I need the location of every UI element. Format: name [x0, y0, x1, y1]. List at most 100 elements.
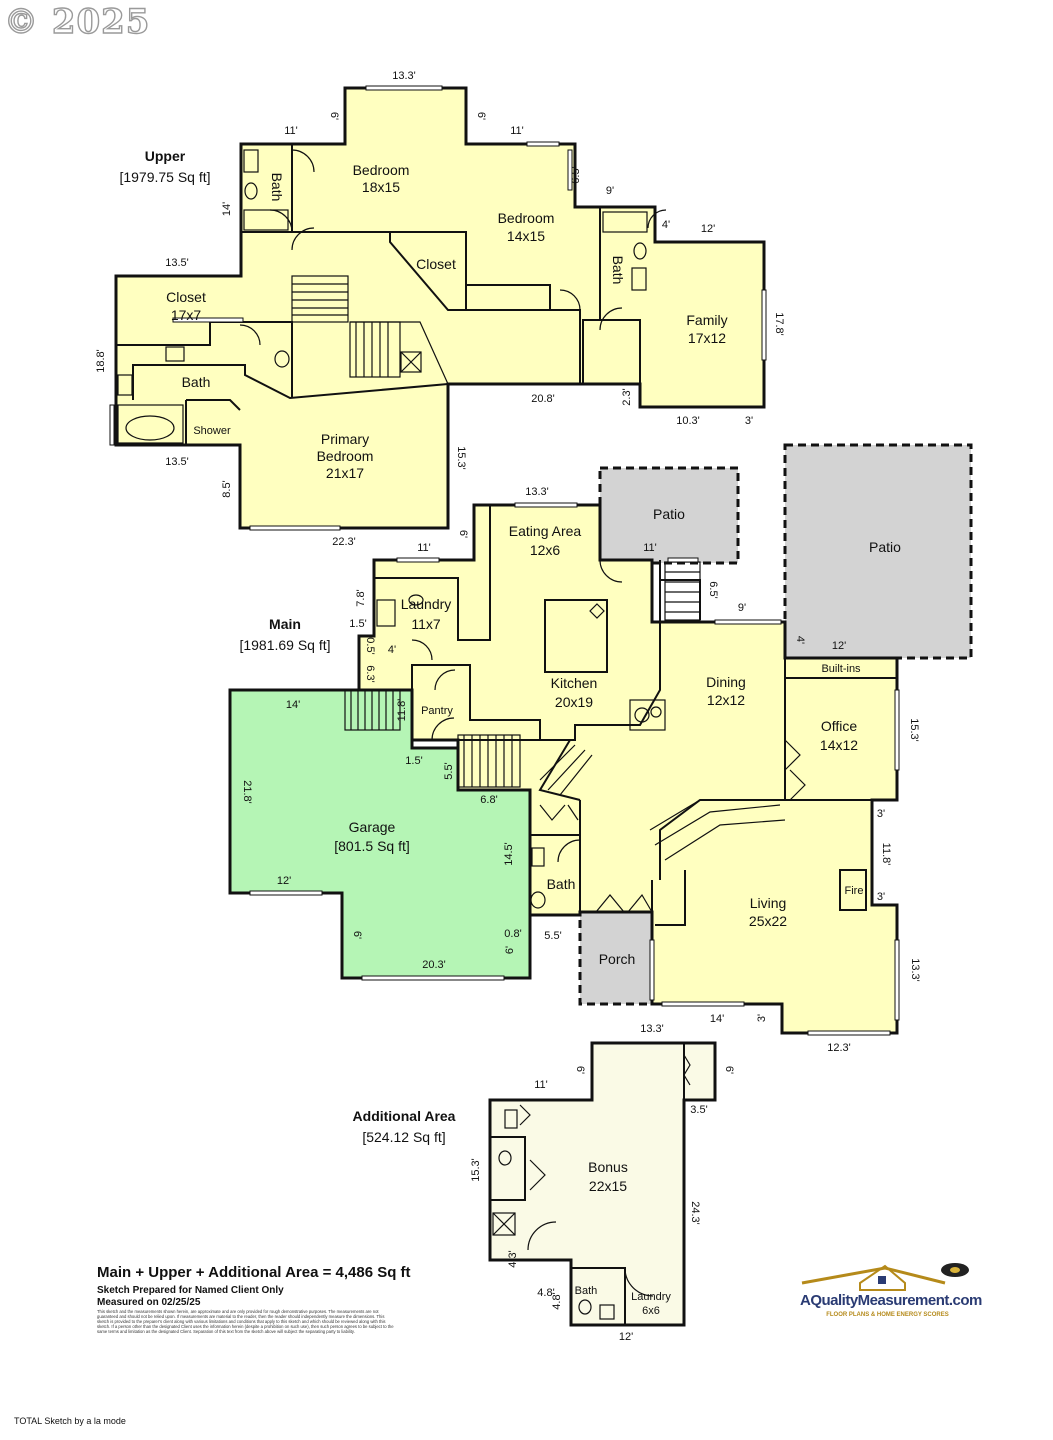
dim-u6: 6.5' — [570, 166, 582, 183]
dim-u10: 14' — [221, 202, 233, 216]
dim-u19: 15.3' — [455, 446, 467, 470]
dim-m27: 5.5' — [544, 930, 561, 942]
room-bedroom-2-size: 14x15 — [507, 228, 545, 244]
company-logo-graphic — [801, 1263, 969, 1291]
room-garage-name: Garage — [349, 819, 396, 835]
room-patio-1: Patio — [653, 506, 685, 522]
dim-u21: 22.3' — [332, 536, 356, 548]
stairs-main — [344, 561, 786, 861]
room-eating-name: Eating Area — [509, 523, 582, 539]
dim-u1: 13.3' — [392, 70, 416, 82]
dim-u3: 11' — [284, 125, 298, 137]
room-builtins: Built-ins — [821, 663, 861, 675]
dim-m20: 3' — [877, 808, 885, 820]
additional-floor — [488, 1041, 717, 1327]
dim-u14: 20.8' — [531, 393, 555, 405]
dim-u20: 8.5' — [221, 480, 233, 497]
dim-m8: 1.5' — [349, 618, 366, 630]
dim-m17: 5.5' — [443, 762, 455, 779]
dim-m30: 13.3' — [640, 1023, 664, 1035]
dim-m9: 4' — [388, 644, 396, 656]
dim-m10: 12' — [832, 640, 846, 652]
dim-m23: 3' — [877, 891, 885, 903]
room-bath-primary: Bath — [182, 374, 211, 390]
room-office-name: Office — [821, 718, 858, 734]
room-laundry-add-size: 6x6 — [642, 1305, 660, 1317]
dim-a2: 6' — [574, 1066, 586, 1074]
dim-m24: 12' — [277, 875, 291, 887]
footer-credit: TOTAL Sketch by a la mode — [14, 1416, 126, 1426]
additional-area-title: Additional Area — [353, 1108, 456, 1124]
dim-m7: 7.8' — [355, 589, 367, 606]
room-office-size: 14x12 — [820, 737, 858, 753]
dim-a7: 24.3' — [689, 1201, 701, 1225]
dim-a4: 11' — [534, 1079, 548, 1091]
dim-u18: 13.5' — [165, 456, 189, 468]
dim-a6: 15.3' — [470, 1158, 482, 1182]
disclaimer-text: This sketch and the measurements shown h… — [97, 1309, 394, 1334]
room-dining-size: 12x12 — [707, 692, 745, 708]
room-garage-size: [801.5 Sq ft] — [334, 838, 410, 854]
dim-a11: 12' — [619, 1331, 633, 1343]
room-pantry: Pantry — [421, 705, 453, 717]
room-dining-name: Dining — [706, 674, 746, 690]
room-shower: Shower — [193, 425, 231, 437]
upper-floor — [109, 85, 767, 531]
upper-floor-title: Upper — [145, 148, 186, 164]
dim-u17: 3' — [745, 415, 753, 427]
room-laundry-main-size: 11x7 — [411, 616, 441, 632]
room-bath-upper-1: Bath — [269, 173, 285, 202]
dim-m2: 6' — [457, 530, 469, 538]
dim-a10: 4.8' — [551, 1292, 563, 1309]
room-bonus-size: 22x15 — [589, 1178, 627, 1194]
dim-a9: 4.8' — [537, 1287, 554, 1299]
main-floor-title: Main — [269, 616, 301, 632]
company-logo: AQualityMeasurement.com FLOOR PLANS & HO… — [800, 1260, 982, 1330]
room-bath-upper-2: Bath — [610, 256, 626, 285]
dim-u16: 10.3' — [676, 415, 700, 427]
room-laundry-add-name: Laundry — [631, 1291, 671, 1303]
room-family-size: 17x12 — [688, 330, 726, 346]
copyright-watermark: © 2025 — [3, 1, 151, 42]
dim-u4: 6' — [475, 112, 487, 120]
dim-m13: 14' — [286, 699, 300, 711]
room-eating-size: 12x6 — [530, 542, 561, 558]
dim-a3: 6' — [723, 1066, 735, 1074]
main-floor — [228, 443, 973, 1036]
room-closet-primary-name: Closet — [166, 289, 206, 305]
dim-u8: 4' — [662, 219, 670, 231]
room-primary-name-1: Primary — [321, 431, 369, 447]
main-floor-area: [1981.69 Sq ft] — [239, 637, 330, 653]
dim-m29b: 13.3' — [909, 958, 921, 982]
dim-m18: 21.8' — [241, 780, 253, 804]
dim-m28: 6' — [504, 946, 516, 954]
dim-m4: 11' — [643, 542, 657, 554]
company-logo-tagline: FLOOR PLANS & HOME ENERGY SCORES — [826, 1312, 949, 1318]
dim-m5: 6.5' — [707, 581, 719, 598]
room-kitchen-size: 20x19 — [555, 694, 593, 710]
room-primary-size: 21x17 — [326, 465, 364, 481]
dim-m33: 12.3' — [827, 1042, 851, 1054]
room-living-size: 25x22 — [749, 913, 787, 929]
room-fire: Fire — [845, 885, 864, 897]
dim-m31: 14' — [710, 1013, 724, 1025]
room-primary-name-2: Bedroom — [317, 448, 374, 464]
measured-date: Measured on 02/25/25 — [97, 1297, 201, 1308]
dim-m25: 6' — [351, 931, 363, 939]
room-living-name: Living — [750, 895, 787, 911]
room-bedroom-1-size: 18x15 — [362, 179, 400, 195]
dim-m32: 3' — [756, 1014, 768, 1022]
room-bedroom-2-name: Bedroom — [498, 210, 555, 226]
dim-u13: 18.8' — [95, 349, 107, 373]
dim-m26: 0.8' — [504, 928, 521, 940]
upper-floor-area: [1979.75 Sq ft] — [119, 169, 210, 185]
dim-m12: 6.3' — [364, 665, 376, 682]
dim-u2: 6' — [328, 112, 340, 120]
dim-u15: 2.3' — [621, 388, 633, 405]
dim-u7: 9' — [606, 185, 614, 197]
room-bath-add: Bath — [575, 1285, 598, 1297]
room-family-name: Family — [686, 312, 727, 328]
room-bonus-name: Bonus — [588, 1159, 628, 1175]
stairs-upper — [291, 275, 422, 378]
